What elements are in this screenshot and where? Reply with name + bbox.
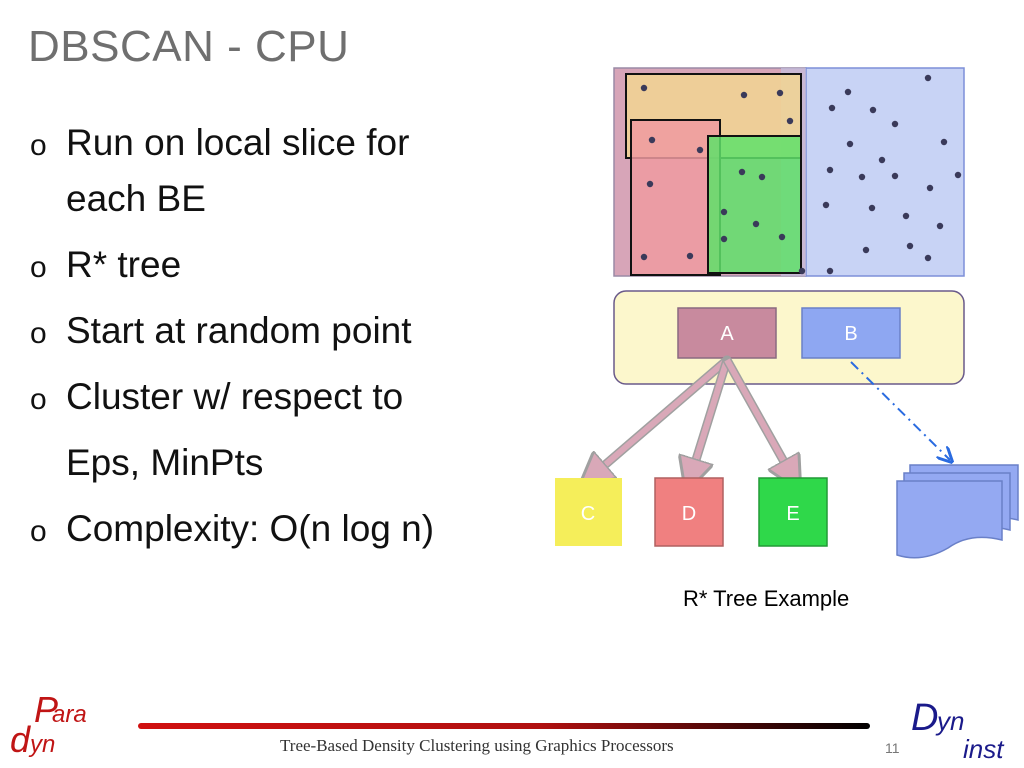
bullet-4-text: Cluster w/ respect to	[66, 376, 404, 417]
node-e-label: E	[786, 503, 799, 525]
data-point	[752, 220, 760, 228]
figure-caption: R* Tree Example	[683, 586, 850, 611]
data-points	[640, 74, 962, 275]
page-number: 11	[885, 740, 900, 756]
bbox-d	[630, 119, 721, 276]
data-point	[798, 267, 806, 275]
data-point	[786, 117, 794, 125]
svg-text:d: d	[10, 719, 31, 760]
data-point	[758, 173, 766, 181]
data-point	[940, 138, 948, 146]
data-point	[686, 252, 694, 260]
arrow-a-d	[691, 359, 730, 476]
data-point	[891, 120, 899, 128]
data-point	[720, 235, 728, 243]
bullet-2-text: R* tree	[66, 244, 182, 285]
arrow-a-c	[592, 357, 729, 476]
data-point	[891, 172, 899, 180]
bullet-marker: o	[30, 251, 47, 284]
data-point	[646, 180, 654, 188]
svg-text:yn: yn	[935, 706, 964, 736]
bullet-marker: o	[30, 515, 47, 548]
data-point	[720, 208, 728, 216]
bbox-e	[707, 135, 802, 274]
bullet-2: o R* tree	[30, 244, 181, 286]
bullet-1-text: Run on local slice for	[66, 122, 410, 163]
footer-title: Tree-Based Density Clustering using Grap…	[280, 736, 674, 755]
node-b	[801, 307, 901, 359]
bullet-3: o Start at random point	[30, 310, 412, 352]
bullet-marker: o	[30, 317, 47, 350]
data-point	[738, 168, 746, 176]
bullet-marker: o	[30, 129, 47, 162]
multi-document-icon	[896, 464, 1019, 559]
data-point	[696, 146, 704, 154]
node-d-label: D	[682, 503, 696, 525]
data-point	[640, 253, 648, 261]
node-a	[677, 307, 777, 359]
data-point	[878, 156, 886, 164]
arrow-b-pages	[850, 361, 950, 460]
bullet-4-continuation: Eps, MinPts	[66, 442, 264, 483]
svg-text:inst: inst	[963, 734, 1005, 764]
data-point	[846, 140, 854, 148]
data-point	[740, 91, 748, 99]
data-point	[844, 88, 852, 96]
node-e	[758, 477, 828, 547]
paradyn-logo: P ara d yn	[10, 690, 87, 760]
data-point	[778, 233, 786, 241]
bullet-5-text: Complexity: O(n log n)	[66, 508, 435, 549]
node-a-label: A	[720, 323, 734, 345]
svg-text:ara: ara	[52, 701, 87, 728]
data-point	[868, 204, 876, 212]
data-point	[936, 222, 944, 230]
bullet-1-continuation: each BE	[66, 178, 206, 219]
dyninst-logo: D yn inst	[911, 698, 1005, 764]
data-point	[926, 184, 934, 192]
data-point	[858, 173, 866, 181]
data-point	[902, 212, 910, 220]
footer-rule	[138, 723, 870, 729]
data-point	[924, 254, 932, 262]
data-point	[776, 89, 784, 97]
data-point	[822, 201, 830, 209]
bullet-marker: o	[30, 383, 47, 416]
node-c	[555, 478, 622, 546]
data-point	[826, 267, 834, 275]
bullet-4: o Cluster w/ respect to	[30, 376, 403, 418]
data-point	[862, 246, 870, 254]
node-c-label: C	[581, 503, 595, 525]
data-point	[869, 106, 877, 114]
data-point	[924, 74, 932, 82]
child-arrows	[592, 355, 792, 476]
svg-text:yn: yn	[28, 731, 55, 758]
bullet-5: o Complexity: O(n log n)	[30, 508, 434, 550]
data-point	[648, 136, 656, 144]
slide-title: DBSCAN - CPU	[28, 22, 350, 71]
node-d	[654, 477, 724, 547]
svg-text:D: D	[911, 698, 938, 739]
root-node	[613, 290, 965, 385]
data-point	[906, 242, 914, 250]
node-b-label: B	[844, 323, 857, 345]
arrow-a-e	[724, 358, 792, 476]
data-point	[640, 84, 648, 92]
svg-text:P: P	[34, 690, 58, 730]
bullet-3-text: Start at random point	[66, 310, 412, 351]
data-point	[828, 104, 836, 112]
bullet-1: o Run on local slice for	[30, 122, 409, 164]
data-point	[826, 166, 834, 174]
data-point	[954, 171, 962, 179]
